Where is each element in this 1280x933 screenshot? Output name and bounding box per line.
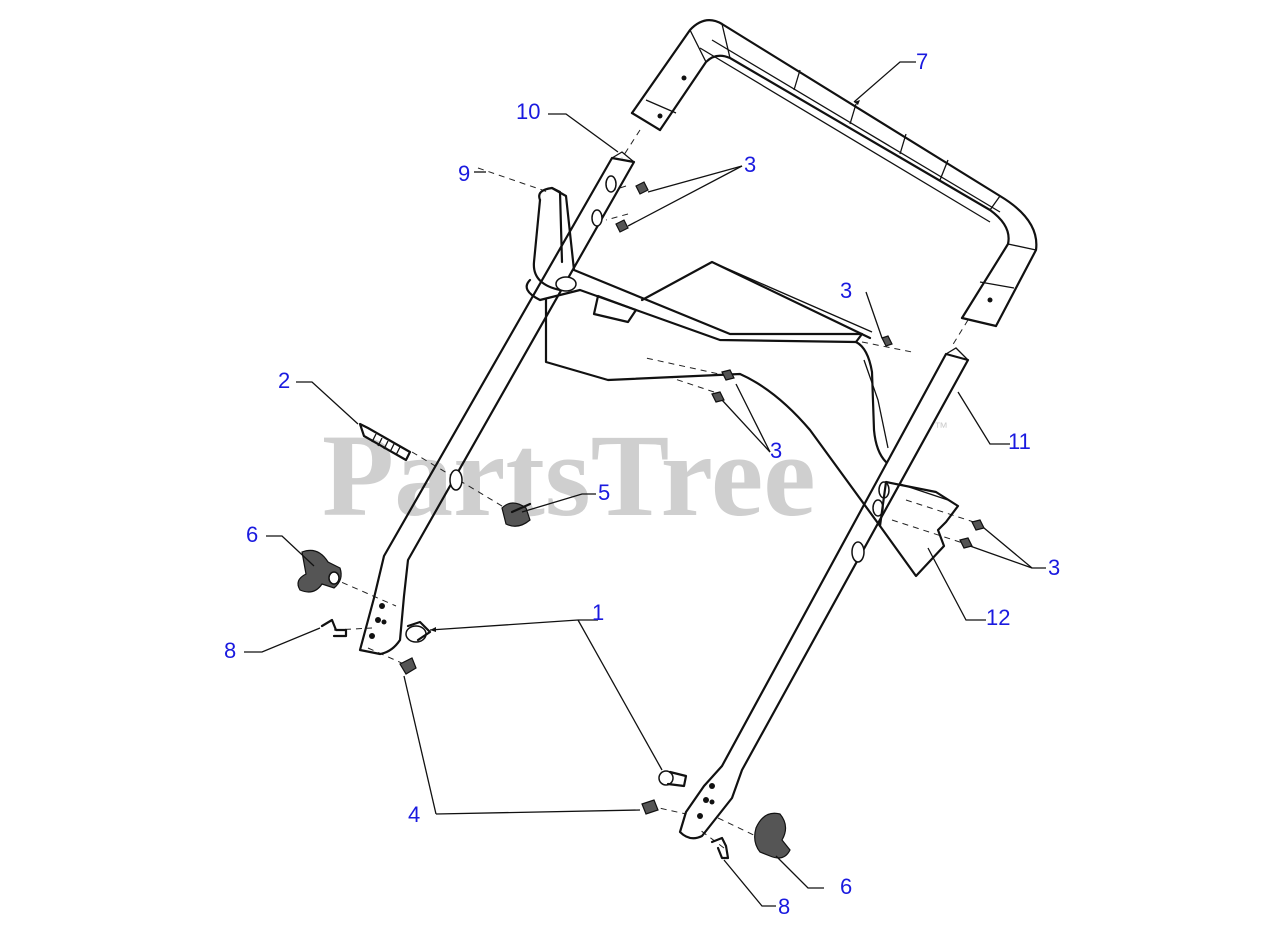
callout-6a: 6 [246,522,258,547]
upper-handle [630,19,1038,328]
nut-left [399,657,417,675]
callout-8a: 8 [224,638,236,663]
callout-3c: 3 [770,438,782,463]
callout-12: 12 [986,605,1010,630]
threaded-rod [358,422,412,462]
trademark-symbol: ™ [934,419,948,435]
callout-4: 4 [408,802,420,827]
left-lower-handle [358,151,636,656]
callout-6b: 6 [840,874,852,899]
callout-1: 1 [592,600,604,625]
callout-2: 2 [278,368,290,393]
callout-7: 7 [916,49,928,74]
wing-nut-5 [501,502,532,527]
callout-3d: 3 [1048,555,1060,580]
callout-11: 11 [1008,429,1031,454]
callout-labels: 1 2 3 3 3 3 4 5 6 6 7 8 8 9 10 11 12 [224,49,1060,919]
pivot-bolt-left [405,620,432,643]
callout-3b: 3 [840,278,852,303]
pivot-bolt-right [658,770,688,788]
handle-knob-right [754,812,791,859]
shoulder-bolt-right [710,836,730,860]
callout-9: 9 [458,161,470,186]
control-bail [525,186,889,464]
shoulder-bolt-left [320,618,348,638]
control-cable-bracket [544,260,960,578]
partstree-watermark: PartsTree [322,410,816,541]
leader-lines [244,61,1046,907]
callout-3a: 3 [744,152,756,177]
callout-10: 10 [516,99,540,124]
callout-8b: 8 [778,894,790,919]
nut-right [641,799,659,815]
callout-5: 5 [598,480,610,505]
